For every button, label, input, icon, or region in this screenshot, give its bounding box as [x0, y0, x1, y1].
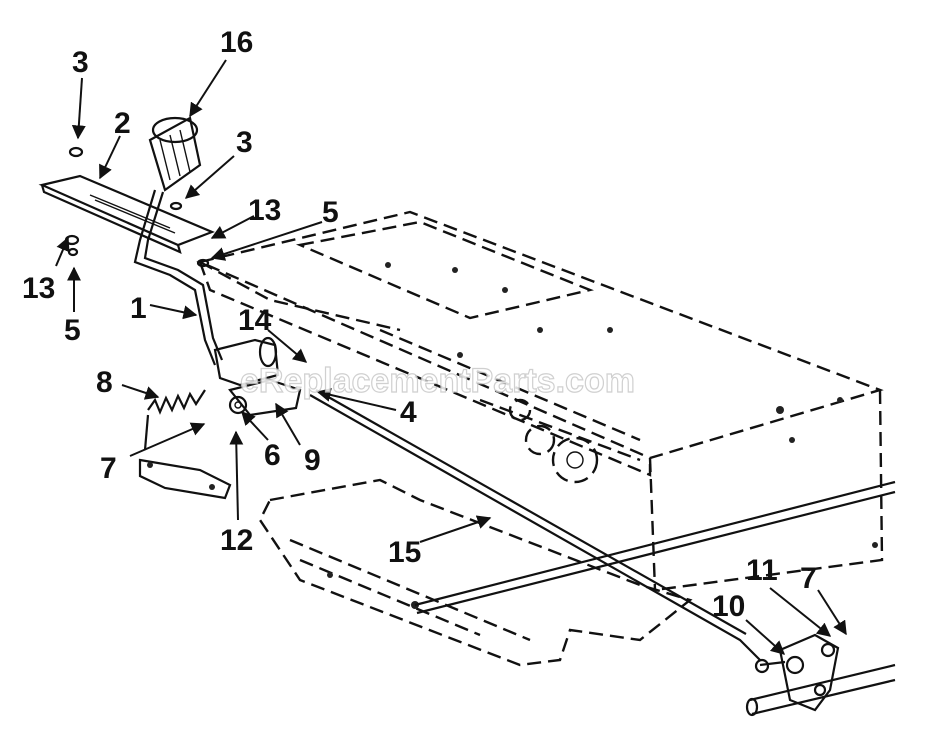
- rear-bracket: [754, 633, 840, 712]
- callout-15: 15: [388, 536, 421, 569]
- callout-12: 12: [220, 524, 253, 557]
- callout-13-right: 13: [248, 194, 281, 227]
- callout-5-left: 5: [64, 314, 81, 347]
- callout-8: 8: [96, 366, 113, 399]
- callout-3-top: 3: [72, 46, 89, 79]
- callout-2: 2: [114, 107, 131, 140]
- callout-9: 9: [304, 444, 321, 477]
- callout-4: 4: [400, 396, 417, 429]
- callout-13-left: 13: [22, 272, 55, 305]
- callout-1: 1: [130, 292, 147, 325]
- callout-labels: 16 3 2 3 13 5 13 5 1 14 8 4 7 6 9 12 15 …: [22, 26, 817, 623]
- callout-3-right: 3: [236, 126, 253, 159]
- callout-10: 10: [712, 590, 745, 623]
- callout-6: 6: [264, 439, 281, 472]
- watermark-text: eReplacementParts.com: [240, 362, 635, 400]
- callout-5-right: 5: [322, 196, 339, 229]
- callout-14: 14: [238, 304, 272, 337]
- callout-16: 16: [220, 26, 253, 59]
- callout-7-left: 7: [100, 452, 117, 485]
- callout-11: 11: [746, 554, 778, 587]
- chassis-dots: [327, 262, 878, 609]
- chassis-frame: [196, 210, 884, 667]
- callout-7-right: 7: [800, 562, 817, 595]
- leader-lines: [55, 59, 847, 655]
- rods: [309, 389, 896, 717]
